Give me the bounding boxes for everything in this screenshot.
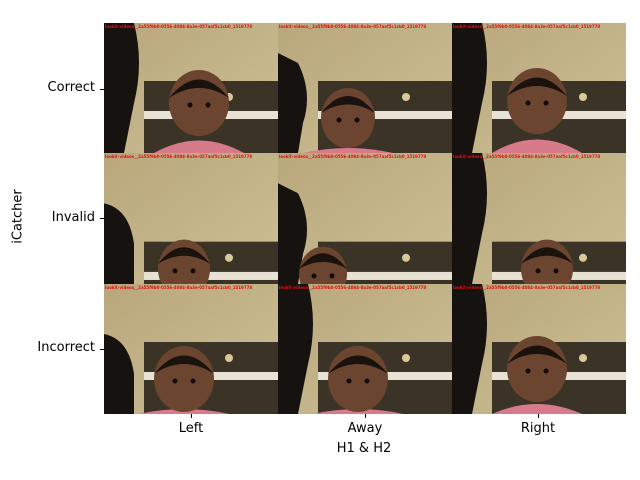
frame-incorrect-right: lookit-videos__2a55f9b0-0556-4084-8a3e-0… xyxy=(452,284,626,414)
y-tick-label-correct: Correct xyxy=(47,80,95,95)
video-frame-image xyxy=(278,23,452,153)
frame-correct-left: lookit-videos__2a55f9b0-0556-4084-8a3e-0… xyxy=(104,23,278,153)
frame-filename-overlay: lookit-videos__2a55f9b0-0556-4084-8a3e-0… xyxy=(279,24,427,29)
frame-filename-overlay: lookit-videos__2a55f9b0-0556-4084-8a3e-0… xyxy=(453,285,601,290)
frame-invalid-left: lookit-videos__2a55f9b0-0556-4084-8a3e-0… xyxy=(104,153,278,284)
x-tick-label-right: Right xyxy=(520,421,556,436)
y-tick-label-incorrect: Incorrect xyxy=(37,340,95,355)
video-frame-image xyxy=(104,23,278,153)
frame-correct-right: lookit-videos__2a55f9b0-0556-4084-8a3e-0… xyxy=(452,23,626,153)
y-tick-label-invalid: Invalid xyxy=(51,210,95,225)
y-tick-mark-incorrect xyxy=(100,349,104,350)
frame-incorrect-left: lookit-videos__2a55f9b0-0556-4084-8a3e-0… xyxy=(104,284,278,414)
frame-filename-overlay: lookit-videos__2a55f9b0-0556-4084-8a3e-0… xyxy=(279,154,427,159)
frame-incorrect-away: lookit-videos__2a55f9b0-0556-4084-8a3e-0… xyxy=(278,284,452,414)
y-axis-label: iCatcher xyxy=(10,189,26,244)
video-frame-image xyxy=(104,153,278,284)
video-frame-image xyxy=(278,284,452,414)
x-tick-mark-right xyxy=(538,414,539,418)
frame-filename-overlay: lookit-videos__2a55f9b0-0556-4084-8a3e-0… xyxy=(453,154,601,159)
y-tick-mark-correct xyxy=(100,89,104,90)
video-frame-image xyxy=(452,284,626,414)
video-frame-image xyxy=(278,153,452,284)
x-tick-label-left: Left xyxy=(178,421,204,436)
y-tick-mark-invalid xyxy=(100,218,104,219)
frame-filename-overlay: lookit-videos__2a55f9b0-0556-4084-8a3e-0… xyxy=(105,154,253,159)
x-tick-label-away: Away xyxy=(347,421,383,436)
video-frame-image xyxy=(452,153,626,284)
frame-invalid-away: lookit-videos__2a55f9b0-0556-4084-8a3e-0… xyxy=(278,153,452,284)
frame-filename-overlay: lookit-videos__2a55f9b0-0556-4084-8a3e-0… xyxy=(105,285,253,290)
frame-invalid-right: lookit-videos__2a55f9b0-0556-4084-8a3e-0… xyxy=(452,153,626,284)
video-frame-image xyxy=(452,23,626,153)
x-tick-mark-left xyxy=(191,414,192,418)
video-frame-image xyxy=(104,284,278,414)
frame-filename-overlay: lookit-videos__2a55f9b0-0556-4084-8a3e-0… xyxy=(279,285,427,290)
frame-filename-overlay: lookit-videos__2a55f9b0-0556-4084-8a3e-0… xyxy=(453,24,601,29)
frame-filename-overlay: lookit-videos__2a55f9b0-0556-4084-8a3e-0… xyxy=(105,24,253,29)
image-grid: lookit-videos__2a55f9b0-0556-4084-8a3e-0… xyxy=(104,23,626,414)
x-tick-mark-away xyxy=(365,414,366,418)
x-axis-label: H1 & H2 xyxy=(336,441,392,456)
frame-correct-away: lookit-videos__2a55f9b0-0556-4084-8a3e-0… xyxy=(278,23,452,153)
